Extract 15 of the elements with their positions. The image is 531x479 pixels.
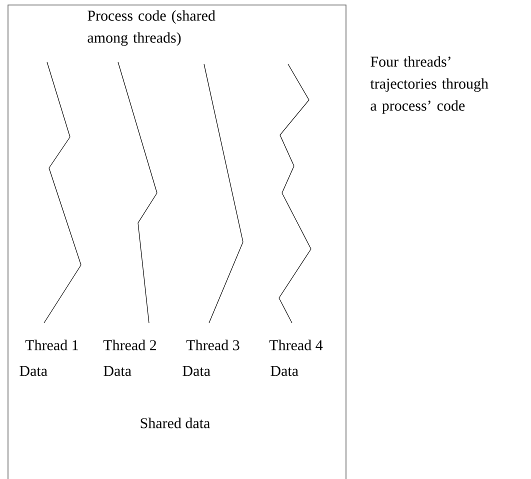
trajectory-line [204, 64, 244, 324]
trajectory-line [118, 62, 158, 324]
data-label: Data [270, 366, 298, 376]
trajectory-line [44, 62, 82, 324]
trajectory-line [278, 64, 312, 324]
thread-label: Thread 4 [269, 340, 323, 350]
thread-label: Thread 3 [186, 340, 240, 350]
thread-label: Thread 1 [25, 340, 78, 350]
heading: Process code (shared among threads) [88, 10, 216, 46]
data-label: Data [104, 366, 132, 376]
data-label: Data [20, 366, 48, 376]
box-label: Shared data [140, 418, 210, 428]
data-label: Data [182, 366, 210, 376]
note: Four threads’ trajectories through a process’ code [370, 56, 488, 114]
thread-label: Thread 2 [103, 340, 156, 350]
